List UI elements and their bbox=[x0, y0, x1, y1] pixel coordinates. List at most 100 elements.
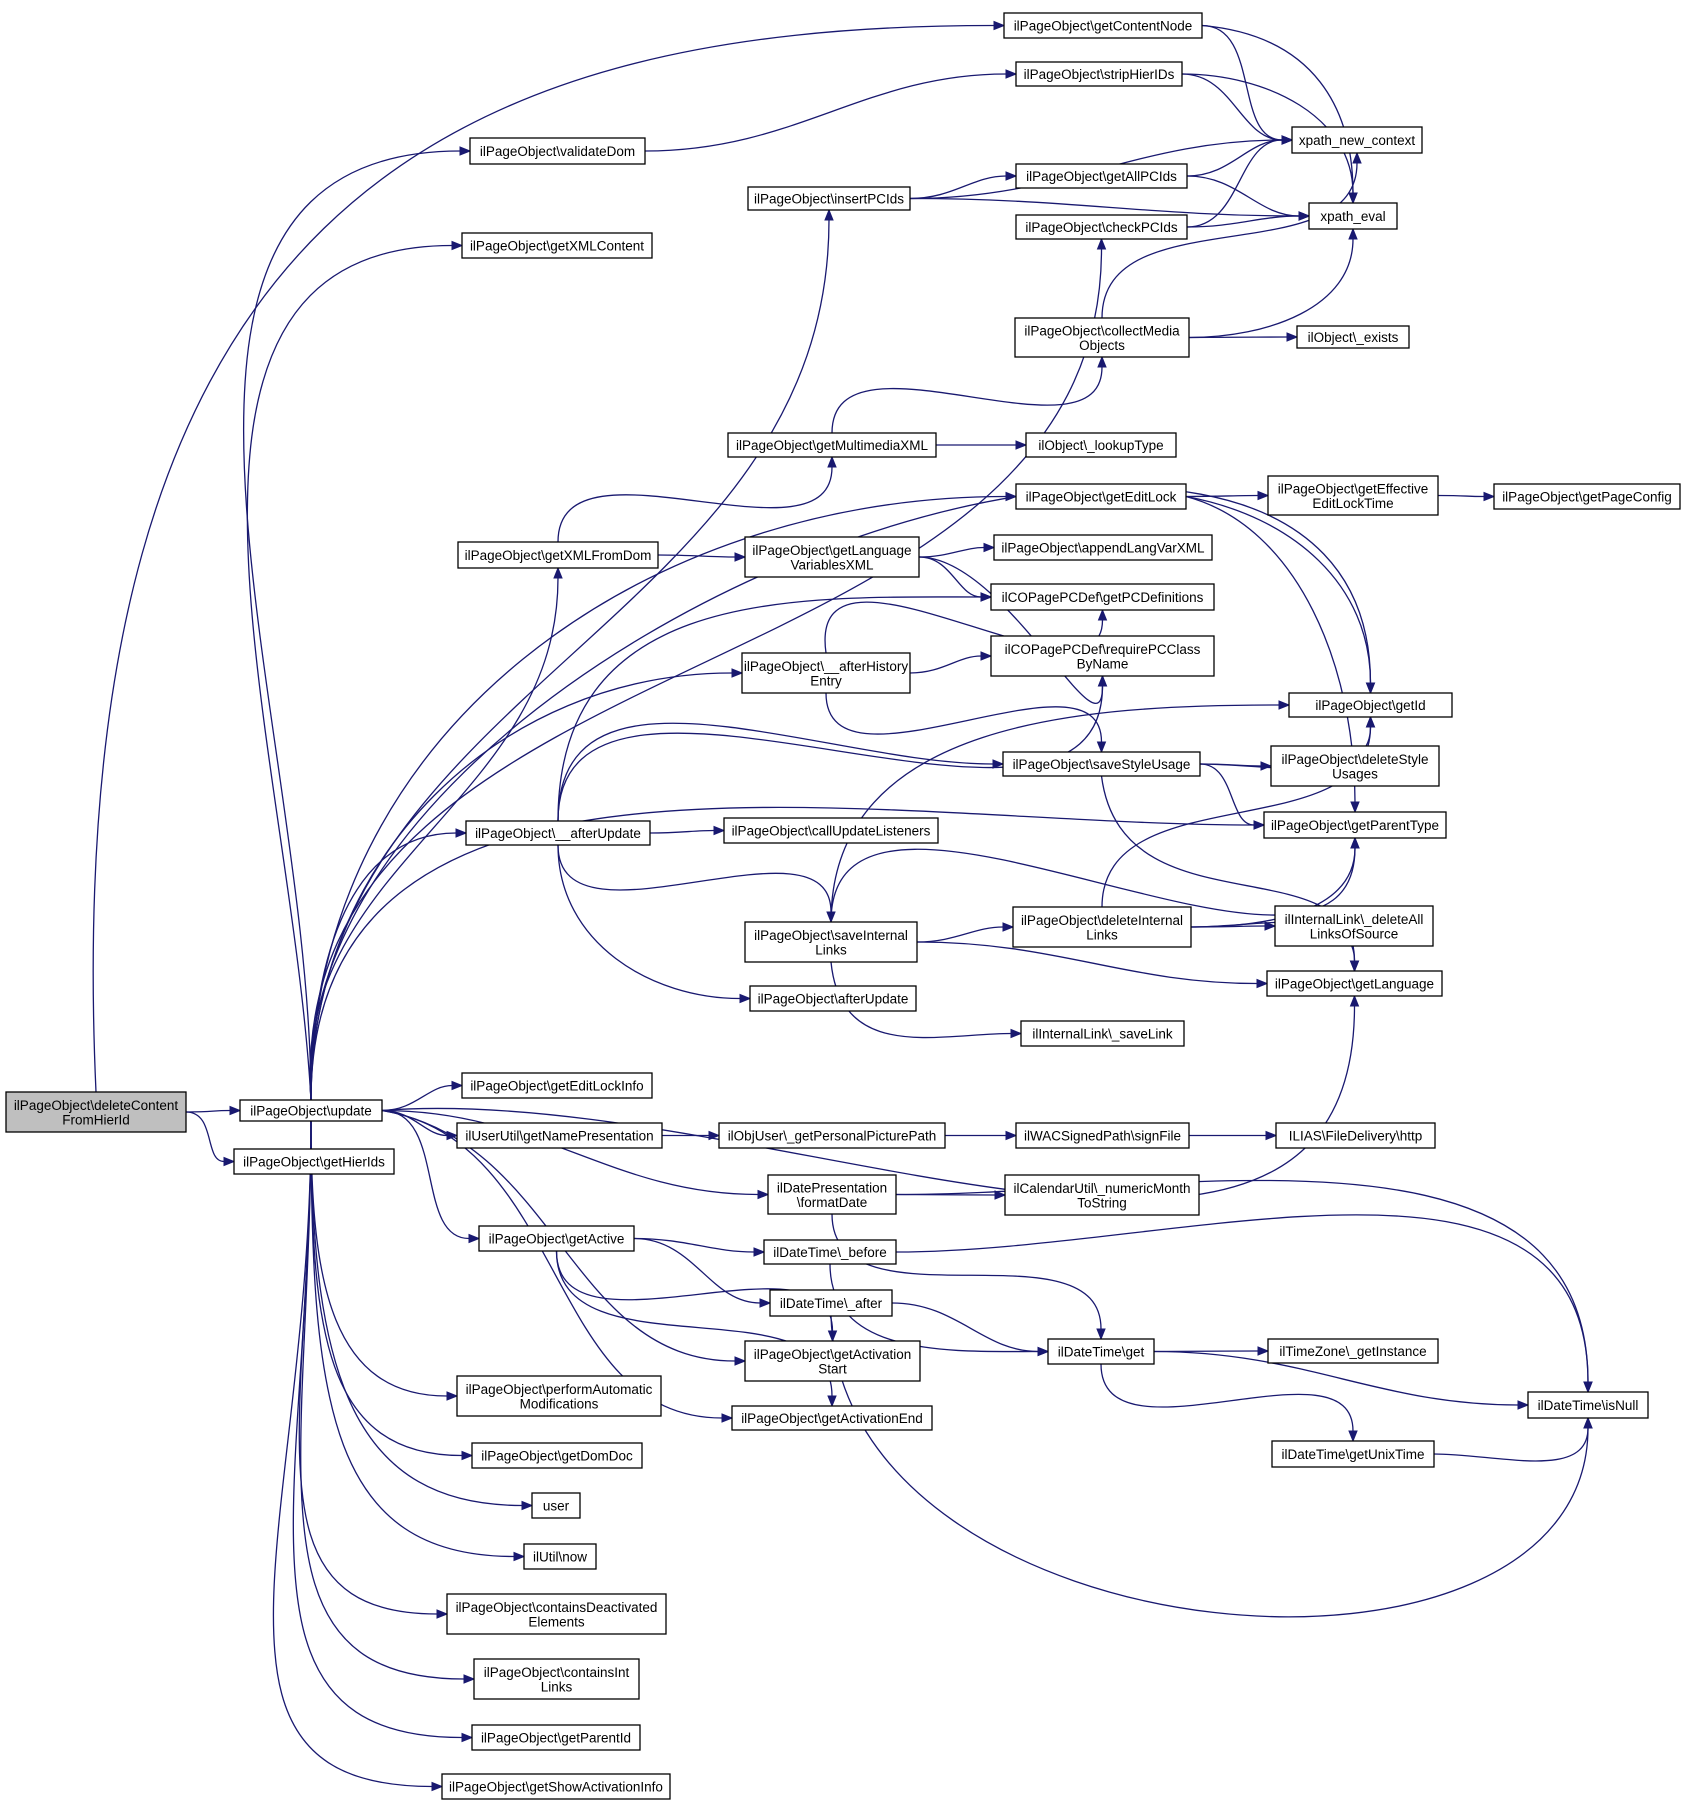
node-afterUpdate[interactable]: ilPageObject\afterUpdate bbox=[749, 985, 917, 1012]
call-edge bbox=[1181, 73, 1354, 194]
call-edge bbox=[1186, 139, 1283, 177]
node-user[interactable]: user bbox=[531, 1492, 581, 1519]
arrowhead-icon bbox=[1002, 922, 1015, 932]
node-callUpdateListeners[interactable]: ilPageObject\callUpdateListeners bbox=[723, 817, 939, 844]
node-getHierIds[interactable]: ilPageObject\getHierIds bbox=[233, 1148, 395, 1175]
node-isNull[interactable]: ilDateTime\isNull bbox=[1527, 1391, 1649, 1419]
node-getPCDefinitions[interactable]: ilCOPagePCDef\getPCDefinitions bbox=[990, 583, 1215, 611]
arrowhead-icon bbox=[521, 1500, 534, 1511]
call-edge bbox=[830, 704, 1280, 923]
node-box bbox=[1012, 906, 1192, 948]
node-http[interactable]: ILIAS\FileDelivery\http bbox=[1275, 1122, 1436, 1149]
node-checkPCIds[interactable]: ilPageObject\checkPCIds bbox=[1015, 214, 1188, 240]
node-box bbox=[233, 1148, 395, 1175]
node-getId[interactable]: ilPageObject\getId bbox=[1288, 692, 1453, 718]
node-getXMLContent[interactable]: ilPageObject\getXMLContent bbox=[461, 232, 653, 259]
call-edge bbox=[185, 1111, 225, 1163]
node-after[interactable]: ilDateTime\_after bbox=[769, 1289, 893, 1317]
node-lookupType[interactable]: ilObject\_lookupType bbox=[1025, 432, 1177, 458]
node-getUnixTime[interactable]: ilDateTime\getUnixTime bbox=[1271, 1440, 1435, 1468]
call-edge bbox=[825, 692, 1103, 743]
node-xpath-eval[interactable]: xpath_eval bbox=[1308, 202, 1398, 230]
arrowhead-icon bbox=[513, 1551, 526, 1562]
node-validateDom[interactable]: ilPageObject\validateDom bbox=[469, 137, 646, 165]
node-label: ilPageObject\getActive bbox=[489, 1232, 625, 1247]
call-edge bbox=[557, 685, 1104, 822]
node-box bbox=[749, 985, 917, 1012]
node-label: ilPageObject\callUpdateListeners bbox=[732, 824, 931, 839]
node-signFile[interactable]: ilWACSignedPath\signFile bbox=[1015, 1122, 1190, 1149]
arrowhead-icon bbox=[1365, 682, 1376, 695]
node-getEditLock[interactable]: ilPageObject\getEditLock bbox=[1015, 483, 1187, 510]
node-label: \formatDate bbox=[797, 1195, 868, 1210]
node-label: ilPageObject\stripHierIDs bbox=[1024, 67, 1175, 82]
arrowhead-icon bbox=[983, 542, 996, 553]
node-getEditLockInfo[interactable]: ilPageObject\getEditLockInfo bbox=[461, 1072, 653, 1099]
call-edge bbox=[1186, 175, 1300, 217]
call-edge bbox=[1188, 238, 1354, 339]
node-box bbox=[1308, 202, 1398, 230]
call-edge bbox=[310, 1120, 523, 1507]
node-label: ilDateTime\isNull bbox=[1538, 1398, 1639, 1413]
arrowhead-icon bbox=[468, 1233, 481, 1244]
node-getParentId[interactable]: ilPageObject\getParentId bbox=[471, 1724, 641, 1751]
node-objExists[interactable]: ilObject\_exists bbox=[1296, 325, 1410, 349]
node-before[interactable]: ilDateTime\_before bbox=[763, 1239, 897, 1265]
node-label: ilPageObject\deleteContent bbox=[14, 1098, 179, 1113]
node-label: ilPageObject\saveInternal bbox=[754, 928, 908, 943]
node-appendLangVarXML[interactable]: ilPageObject\appendLangVarXML bbox=[993, 534, 1213, 561]
node-getParentType[interactable]: ilPageObject\getParentType bbox=[1263, 811, 1447, 839]
node-box bbox=[469, 137, 646, 165]
node-getLanguage[interactable]: ilPageObject\getLanguage bbox=[1266, 970, 1443, 997]
call-edge bbox=[1100, 1363, 1354, 1432]
node-getPersonalPicturePath[interactable]: ilObjUser\_getPersonalPicturePath bbox=[718, 1122, 946, 1149]
node-getPageConfig[interactable]: ilPageObject\getPageConfig bbox=[1493, 483, 1681, 510]
node-label: ilDateTime\getUnixTime bbox=[1281, 1447, 1424, 1462]
node---afterUpdate[interactable]: ilPageObject\__afterUpdate bbox=[465, 820, 651, 846]
node-getXMLFromDom[interactable]: ilPageObject\getXMLFromDom bbox=[457, 541, 659, 569]
call-edge bbox=[909, 655, 982, 674]
arrowhead-icon bbox=[461, 1450, 474, 1461]
node-update[interactable]: ilPageObject\update bbox=[239, 1099, 383, 1122]
node-stripHierIDs[interactable]: ilPageObject\stripHierIDs bbox=[1015, 61, 1183, 87]
node-label: Objects bbox=[1079, 338, 1125, 353]
node-label: ilPageObject\getLanguage bbox=[752, 543, 911, 558]
node-box bbox=[5, 1091, 187, 1133]
node-getInstance[interactable]: ilTimeZone\_getInstance bbox=[1267, 1338, 1439, 1364]
node-dtGet[interactable]: ilDateTime\get bbox=[1047, 1338, 1155, 1365]
node-xpath-new-context[interactable]: xpath_new_context bbox=[1291, 126, 1423, 154]
node-getAllPCIds[interactable]: ilPageObject\getAllPCIds bbox=[1015, 163, 1188, 189]
node-getDomDoc[interactable]: ilPageObject\getDomDoc bbox=[471, 1442, 643, 1469]
node-formatDate[interactable]: ilDatePresentation\formatDate bbox=[767, 1174, 897, 1215]
node-box bbox=[478, 1225, 635, 1252]
node-performAutomaticModifications[interactable]: ilPageObject\performAutomaticModificatio… bbox=[456, 1375, 662, 1417]
call-edge bbox=[1185, 494, 1259, 498]
node-getNamePresentation[interactable]: ilUserUtil\getNamePresentation bbox=[456, 1122, 663, 1149]
node-box bbox=[1047, 1338, 1155, 1365]
arrowhead-icon bbox=[1005, 69, 1018, 79]
node-getActivationEnd[interactable]: ilPageObject\getActivationEnd bbox=[731, 1405, 933, 1431]
node-saveLink[interactable]: ilInternalLink\_saveLink bbox=[1020, 1020, 1185, 1047]
node-getActive[interactable]: ilPageObject\getActive bbox=[478, 1225, 635, 1252]
node-now[interactable]: ilUtil\now bbox=[523, 1543, 597, 1570]
node-getShowActivationInfo[interactable]: ilPageObject\getShowActivationInfo bbox=[441, 1773, 671, 1800]
node-saveStyleUsage[interactable]: ilPageObject\saveStyleUsage bbox=[1002, 751, 1201, 777]
node-insertPCIds[interactable]: ilPageObject\insertPCIds bbox=[747, 186, 911, 211]
node-getContentNode[interactable]: ilPageObject\getContentNode bbox=[1003, 12, 1203, 39]
call-edge bbox=[246, 244, 453, 1101]
node-getMultimediaXML[interactable]: ilPageObject\getMultimediaXML bbox=[727, 432, 937, 458]
